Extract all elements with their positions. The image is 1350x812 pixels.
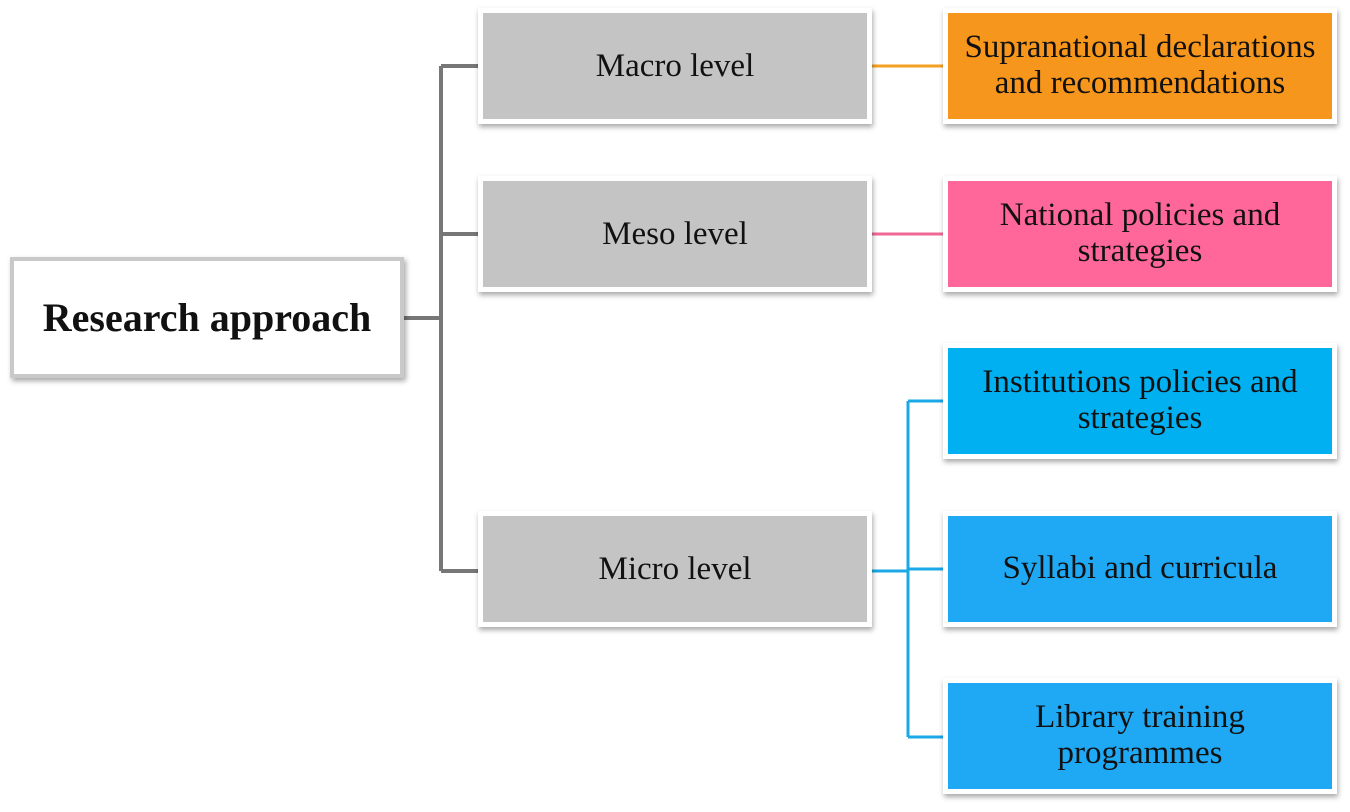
leaf-line: and recommendations <box>994 65 1286 101</box>
root-label: Research approach <box>42 295 372 340</box>
leaf-line: strategies <box>1077 400 1203 436</box>
leaf-line: National policies and <box>999 197 1281 234</box>
supranational-declarations-node: Supranational declarations and recommend… <box>943 8 1337 124</box>
root-connector <box>404 64 478 573</box>
leaf-line: Syllabi and curricula <box>1002 550 1278 587</box>
root-node: Research approach <box>10 257 404 378</box>
national-policies-text: National policies and strategies <box>1000 198 1280 269</box>
macro-level-node: Macro level <box>478 8 872 124</box>
institutions-policies-text: Institutions policies and strategies <box>982 365 1297 436</box>
institutions-policies-node: Institutions policies and strategies <box>943 343 1337 459</box>
syllabi-curricula-node: Syllabi and curricula <box>943 511 1337 627</box>
micro-level-node: Micro level <box>478 511 872 627</box>
leaf-line: programmes <box>1057 735 1223 771</box>
syllabi-curricula-text: Syllabi and curricula <box>1003 551 1278 587</box>
meso-level-label: Meso level <box>602 215 748 252</box>
national-policies-node: National policies and strategies <box>943 176 1337 292</box>
leaf-line: Supranational declarations <box>964 29 1316 66</box>
micro-connector <box>872 399 943 739</box>
macro-level-label: Macro level <box>595 47 755 84</box>
meso-level-node: Meso level <box>478 176 872 292</box>
leaf-line: strategies <box>1077 233 1203 269</box>
leaf-line: Library training <box>1035 699 1245 736</box>
library-training-text: Library training programmes <box>1035 700 1245 771</box>
library-training-node: Library training programmes <box>943 678 1337 794</box>
leaf-line: Institutions policies and <box>982 364 1298 401</box>
micro-level-label: Micro level <box>598 550 752 587</box>
supranational-declarations-text: Supranational declarations and recommend… <box>965 30 1316 101</box>
